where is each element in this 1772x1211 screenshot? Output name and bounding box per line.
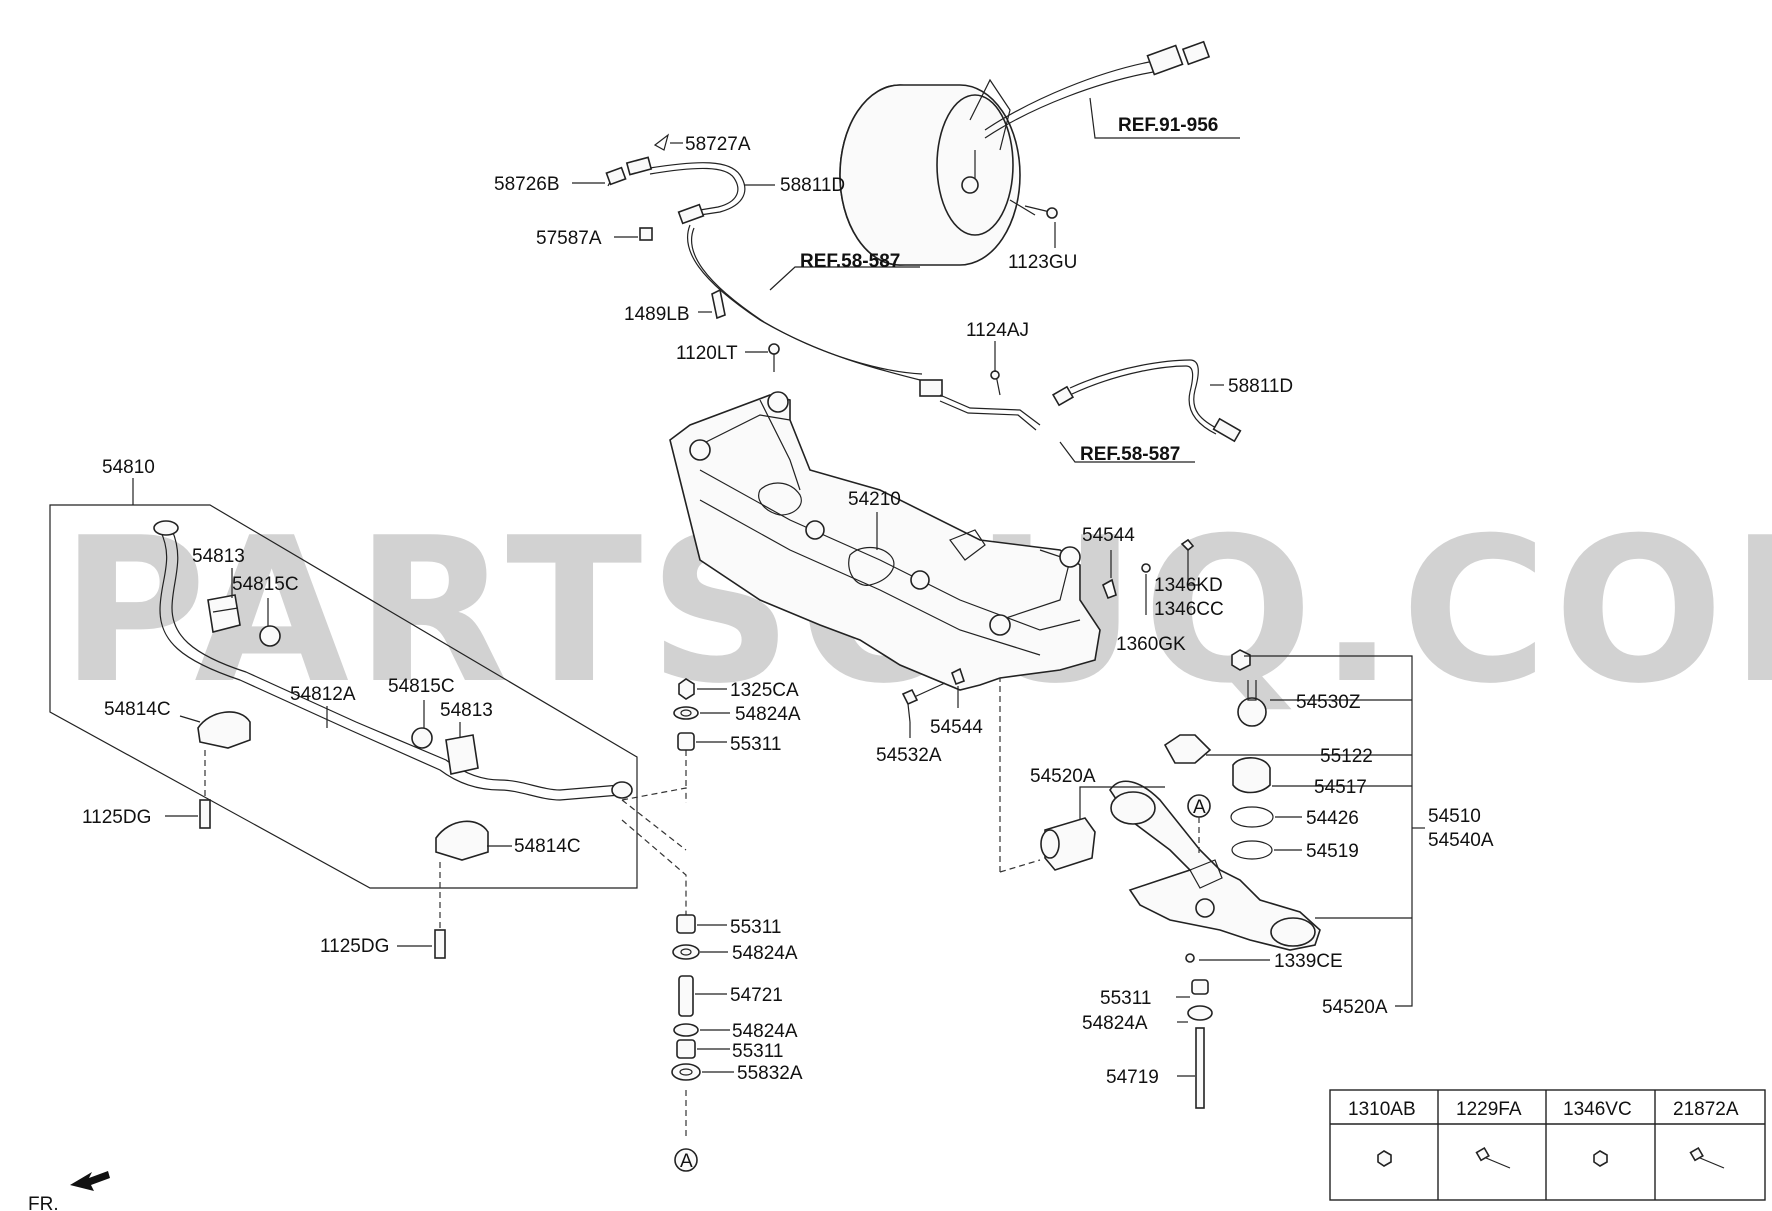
bolt-1125DG-top — [199, 750, 211, 829]
bolt-1123GU — [1024, 205, 1058, 219]
label-54815C-mid[interactable]: 54815C — [388, 676, 455, 697]
label-54544-top[interactable]: 54544 — [1082, 525, 1135, 546]
label-1120LT[interactable]: 1120LT — [676, 343, 738, 364]
label-54517[interactable]: 54517 — [1314, 777, 1367, 798]
label-54532A[interactable]: 54532A — [876, 745, 942, 766]
label-54824A-3[interactable]: 54824A — [732, 1021, 798, 1042]
bracket-1489LB — [711, 288, 726, 320]
bushing-54813-left — [207, 594, 241, 633]
label-54815C-left[interactable]: 54815C — [232, 574, 299, 595]
label-55122[interactable]: 55122 — [1320, 746, 1373, 767]
label-54719[interactable]: 54719 — [1106, 1067, 1159, 1088]
subframe-54210 — [669, 391, 1101, 691]
label-1339CE[interactable]: 1339CE — [1274, 951, 1343, 972]
sleeve-54815C-left — [259, 625, 281, 647]
brake-hose-top — [625, 156, 1242, 443]
table-header-3: 1346VC — [1563, 1099, 1632, 1120]
label-1124AJ[interactable]: 1124AJ — [966, 320, 1029, 341]
label-54530Z[interactable]: 54530Z — [1296, 692, 1361, 713]
label-58811D-top[interactable]: 58811D — [780, 175, 845, 196]
ref-91-956-label[interactable]: REF.91-956 — [1118, 115, 1218, 136]
label-1123GU[interactable]: 1123GU — [1008, 252, 1077, 273]
label-54540A[interactable]: 54540A — [1428, 830, 1494, 851]
label-1125DG-top[interactable]: 1125DG — [82, 807, 151, 828]
bolt-54532A — [901, 682, 946, 723]
circle-a-right-label: A — [1193, 797, 1206, 818]
lower-arm — [999, 678, 1321, 951]
label-1325CA[interactable]: 1325CA — [730, 680, 799, 701]
sleeve-54815C-mid — [411, 727, 433, 749]
circle-a-bottom: A — [674, 1148, 698, 1172]
bolt-icon — [1475, 1146, 1511, 1169]
label-54812A[interactable]: 54812A — [290, 684, 356, 705]
ball-joint-parts — [1163, 649, 1274, 1109]
washer-54544-top — [1102, 578, 1117, 600]
label-54721[interactable]: 54721 — [730, 985, 783, 1006]
bolt-1120LT — [768, 343, 780, 372]
stabilizer-bar-54812A — [153, 520, 633, 801]
label-1360GK[interactable]: 1360GK — [1116, 634, 1186, 655]
bolt-1124AJ — [990, 370, 1000, 380]
washer-54544-bottom — [951, 667, 966, 686]
bolt-1125DG-bottom — [434, 862, 446, 959]
nut-57587A — [639, 227, 653, 241]
label-1346CC[interactable]: 1346CC — [1154, 599, 1224, 620]
label-54210[interactable]: 54210 — [848, 489, 901, 510]
label-58727A[interactable]: 58727A — [685, 134, 751, 155]
label-54544-bottom[interactable]: 54544 — [930, 717, 983, 738]
ref-58-587-bottom-label[interactable]: REF.58-587 — [1080, 444, 1180, 465]
label-55311-4[interactable]: 55311 — [1100, 988, 1151, 1009]
label-58811D-right[interactable]: 58811D — [1228, 376, 1293, 397]
bracket-54814C-mid — [435, 820, 489, 861]
label-54519[interactable]: 54519 — [1306, 841, 1359, 862]
circle-a-right: A — [1187, 794, 1211, 855]
label-54814C-mid[interactable]: 54814C — [514, 836, 581, 857]
nut-1346KD — [1180, 538, 1195, 552]
label-54813-left[interactable]: 54813 — [192, 546, 245, 567]
brake-disc — [839, 40, 1211, 266]
nut-icon — [1377, 1150, 1392, 1167]
nut-icon — [1593, 1150, 1608, 1167]
label-1489LB[interactable]: 1489LB — [624, 304, 690, 325]
stabilizer-bar-box — [49, 504, 638, 889]
label-54824A-4[interactable]: 54824A — [1082, 1013, 1148, 1034]
label-54426[interactable]: 54426 — [1306, 808, 1359, 829]
clip-58727A — [653, 133, 670, 151]
label-55311-1[interactable]: 55311 — [730, 734, 781, 755]
label-54824A-2[interactable]: 54824A — [732, 943, 798, 964]
table-header-1: 1310AB — [1348, 1099, 1416, 1120]
common-parts-table: 1310AB 1229FA 1346VC 21872A — [1329, 1089, 1766, 1201]
table-header-4: 21872A — [1673, 1099, 1739, 1120]
bolt-58726B — [605, 166, 627, 187]
table-header-2: 1229FA — [1456, 1099, 1522, 1120]
label-55311-2[interactable]: 55311 — [730, 917, 781, 938]
bracket-54814C-left — [197, 711, 251, 749]
label-57587A[interactable]: 57587A — [536, 228, 602, 249]
label-54810[interactable]: 54810 — [102, 457, 155, 478]
label-1125DG-bottom[interactable]: 1125DG — [320, 936, 389, 957]
nut-1360GK — [1141, 563, 1151, 573]
label-54520A-bottom[interactable]: 54520A — [1322, 997, 1388, 1018]
link-stack — [621, 678, 701, 1140]
bolt-icon — [1689, 1146, 1725, 1169]
label-1346KD[interactable]: 1346KD — [1154, 575, 1223, 596]
label-58726B[interactable]: 58726B — [494, 174, 560, 195]
label-55311-3[interactable]: 55311 — [732, 1041, 783, 1062]
label-54814C-left[interactable]: 54814C — [104, 699, 171, 720]
front-direction-arrow: FR. — [28, 1171, 110, 1211]
label-54520A-left[interactable]: 54520A — [1030, 766, 1096, 787]
label-54813-mid[interactable]: 54813 — [440, 700, 493, 721]
front-direction-label: FR. — [28, 1194, 59, 1211]
circle-a-bottom-label: A — [680, 1151, 693, 1172]
label-54824A-1[interactable]: 54824A — [735, 704, 801, 725]
label-54510[interactable]: 54510 — [1428, 806, 1481, 827]
label-55832A[interactable]: 55832A — [737, 1063, 803, 1084]
ref-58-587-top-label[interactable]: REF.58-587 — [800, 251, 900, 272]
bushing-54813-mid — [445, 734, 479, 775]
